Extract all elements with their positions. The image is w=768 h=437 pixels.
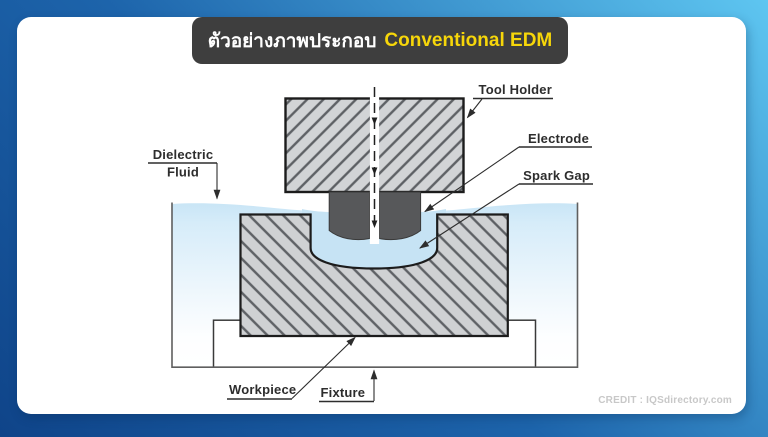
- feed-centerline: [371, 87, 378, 231]
- label-spark-gap: Spark Gap: [523, 168, 590, 183]
- label-workpiece: Workpiece: [229, 382, 296, 397]
- credit-text: CREDIT : IQSdirectory.com: [598, 395, 732, 406]
- title-highlight-text: Conventional EDM: [384, 29, 553, 51]
- label-underlines: [148, 97, 593, 403]
- leader-lines: [213, 98, 520, 401]
- label-fixture: Fixture: [321, 385, 366, 400]
- label-dielectric-line2: Fluid: [167, 165, 199, 180]
- label-electrode: Electrode: [528, 131, 589, 146]
- dielectric-tank-outline: [171, 202, 579, 368]
- title-thai-text: ตัวอย่างภาพประกอบ: [207, 30, 377, 52]
- label-tool-holder: Tool Holder: [479, 82, 552, 97]
- electrode-left-shape: [328, 191, 371, 241]
- title-banner: ตัวอย่างภาพประกอบ Conventional EDM: [192, 17, 568, 64]
- workpiece-shape: [239, 213, 509, 338]
- label-dielectric-line1: Dielectric: [153, 147, 214, 162]
- electrode-right-shape: [378, 191, 422, 241]
